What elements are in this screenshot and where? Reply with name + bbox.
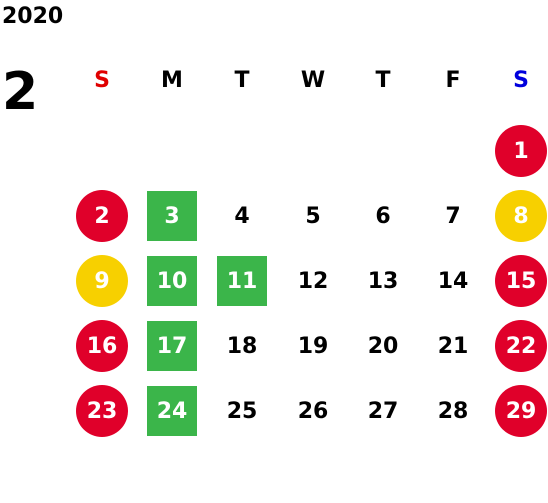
calendar-day[interactable]: 15: [495, 255, 547, 307]
weekday-sun: S: [94, 68, 110, 93]
calendar-day[interactable]: 23: [76, 385, 128, 437]
weekday-thu: T: [375, 68, 391, 93]
calendar-day[interactable]: 19: [297, 333, 329, 359]
weekday-mon: M: [161, 68, 183, 93]
month-number: 2: [2, 62, 39, 122]
calendar-day[interactable]: 3: [147, 191, 197, 241]
calendar-day[interactable]: 24: [147, 386, 197, 436]
calendar-day[interactable]: 28: [437, 398, 469, 424]
calendar-day[interactable]: 11: [217, 256, 267, 306]
calendar-day[interactable]: 26: [297, 398, 329, 424]
calendar-day[interactable]: 12: [297, 268, 329, 294]
calendar-day[interactable]: 17: [147, 321, 197, 371]
calendar-day[interactable]: 29: [495, 385, 547, 437]
calendar-day[interactable]: 25: [226, 398, 258, 424]
calendar-day[interactable]: 9: [76, 255, 128, 307]
weekday-tue: T: [234, 68, 250, 93]
calendar-day[interactable]: 5: [305, 203, 321, 229]
weekday-fri: F: [445, 68, 461, 93]
calendar-day[interactable]: 18: [226, 333, 258, 359]
calendar-day[interactable]: 13: [367, 268, 399, 294]
year-label: 2020: [2, 4, 64, 29]
calendar-day[interactable]: 22: [495, 320, 547, 372]
calendar-day[interactable]: 21: [437, 333, 469, 359]
calendar-day[interactable]: 27: [367, 398, 399, 424]
calendar-day[interactable]: 14: [437, 268, 469, 294]
weekday-sat: S: [513, 68, 529, 93]
calendar-day[interactable]: 1: [495, 125, 547, 177]
calendar-day[interactable]: 2: [76, 190, 128, 242]
calendar-day[interactable]: 6: [375, 203, 391, 229]
calendar-day[interactable]: 10: [147, 256, 197, 306]
calendar-day[interactable]: 4: [234, 203, 250, 229]
weekday-wed: W: [300, 68, 326, 93]
calendar-day[interactable]: 20: [367, 333, 399, 359]
calendar-day[interactable]: 8: [495, 190, 547, 242]
calendar-day[interactable]: 7: [445, 203, 461, 229]
calendar-day[interactable]: 16: [76, 320, 128, 372]
